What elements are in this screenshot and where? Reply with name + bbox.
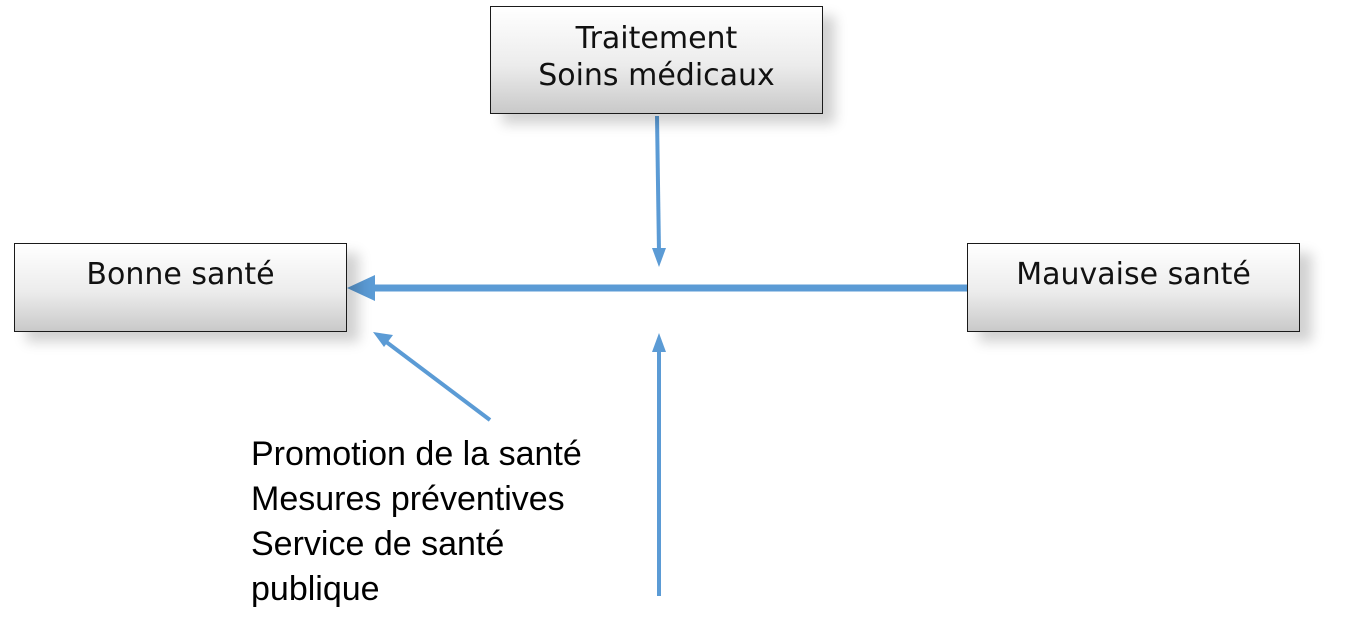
good-health-box: Bonne santé (14, 243, 347, 332)
promotion-arrow-head (373, 332, 393, 347)
main-arrow-head (347, 275, 375, 301)
treatment-arrow-head (652, 248, 666, 267)
good-health-label: Bonne santé (86, 257, 275, 292)
bottom-arrow-head (652, 333, 666, 352)
treatment-subtitle: Soins médicaux (538, 58, 775, 93)
treatment-box: Traitement Soins médicaux (490, 6, 823, 114)
treatment-arrow-shaft (655, 115, 661, 253)
promotion-line: publique (251, 570, 380, 608)
poor-health-box: Mauvaise santé (967, 243, 1300, 332)
promotion-text-block: Promotion de la santé Mesures préventive… (251, 432, 582, 612)
promotion-line: Promotion de la santé (251, 435, 582, 473)
poor-health-label: Mauvaise santé (1016, 257, 1251, 292)
promotion-arrow-shaft (383, 339, 492, 422)
promotion-line: Mesures préventives (251, 480, 565, 518)
treatment-title: Traitement (575, 21, 738, 56)
promotion-line: Service de santé (251, 525, 505, 563)
